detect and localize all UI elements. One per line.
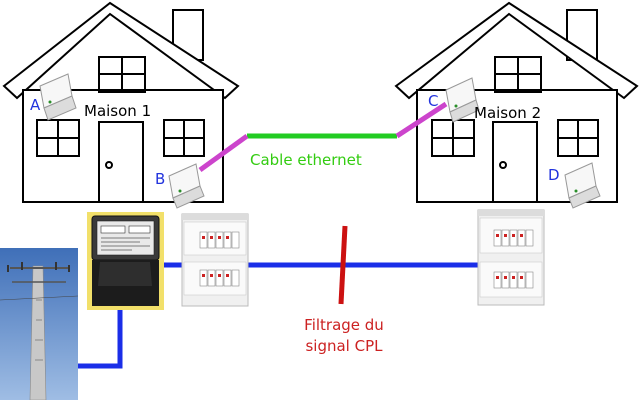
ethernet-cable: [198, 101, 448, 173]
ethernet-cable-label: Cable ethernet: [250, 151, 362, 169]
breaker-panel-2: [477, 209, 545, 306]
window: [557, 119, 599, 157]
cpl-adapter-a: [39, 73, 77, 121]
house-1-label: Maison 1: [84, 102, 151, 120]
cpl-adapter-b: [168, 163, 205, 209]
window: [163, 119, 205, 157]
window: [36, 119, 80, 157]
adapter-label-c: C: [428, 92, 438, 110]
house-2-label: Maison 2: [474, 104, 541, 122]
filter-label-line-2: signal CPL: [305, 337, 383, 355]
electricity-meter: [87, 212, 164, 310]
cpl-filter-bar: [338, 225, 348, 305]
adapter-label-a: A: [30, 96, 41, 114]
adapter-label-d: D: [548, 166, 560, 184]
filter-label-line-1: Filtrage du: [304, 316, 384, 334]
power-cable: [78, 262, 478, 369]
cpl-adapter-c: [445, 77, 480, 123]
door: [492, 121, 538, 203]
adapter-label-b: B: [155, 170, 165, 188]
breaker-panel-1: [181, 213, 249, 307]
cpl-adapter-d: [564, 162, 601, 209]
window: [98, 56, 146, 93]
electric-pole-photo: [0, 248, 79, 400]
window: [494, 56, 542, 93]
door: [98, 121, 144, 203]
